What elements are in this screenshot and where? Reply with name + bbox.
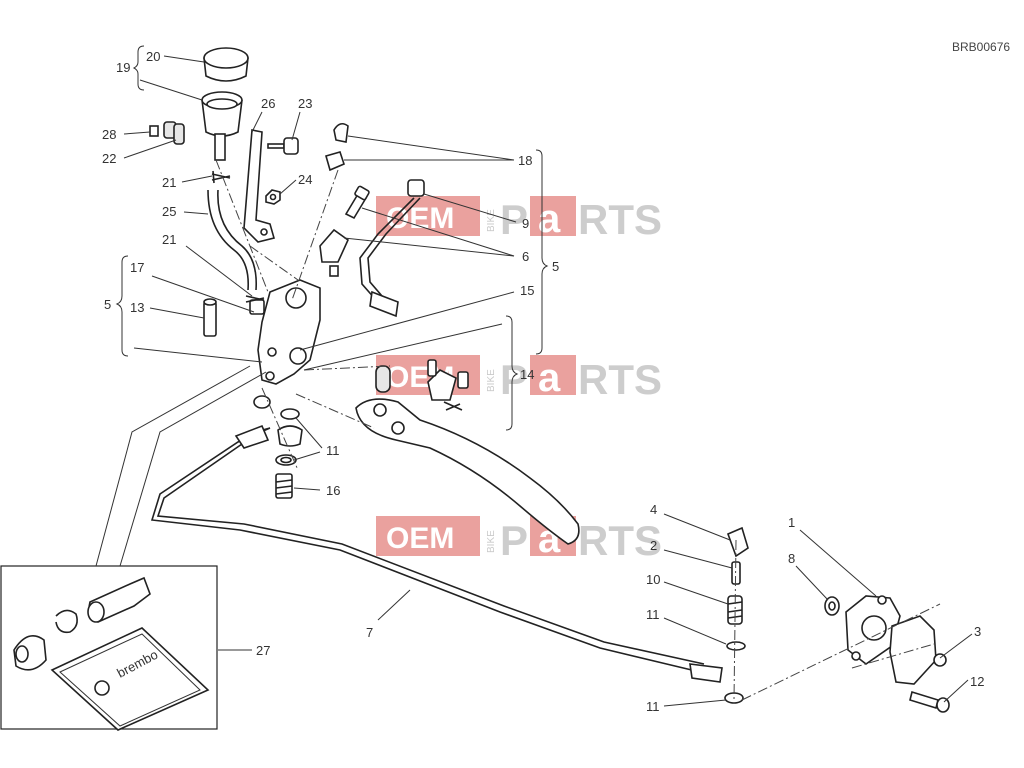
callout-7: 7 bbox=[366, 625, 373, 640]
callout-11-right: 11 bbox=[646, 607, 660, 622]
callout-27: 27 bbox=[256, 643, 270, 658]
bracket-nut-part bbox=[265, 189, 281, 205]
svg-text:BIKE: BIKE bbox=[486, 530, 497, 553]
reservoir-cap-part bbox=[203, 47, 249, 82]
callout-26: 26 bbox=[261, 96, 275, 111]
grommet-part bbox=[149, 121, 185, 145]
bracket-screw-part bbox=[267, 137, 299, 155]
callout-22: 22 bbox=[102, 151, 116, 166]
leader-lines bbox=[95, 55, 973, 707]
callout-20: 20 bbox=[146, 49, 160, 64]
callout-4: 4 bbox=[650, 502, 657, 517]
svg-text:P: P bbox=[500, 196, 528, 243]
callout-12: 12 bbox=[970, 674, 984, 689]
callout-25: 25 bbox=[162, 204, 176, 219]
callout-9: 9 bbox=[522, 216, 529, 231]
callout-16: 16 bbox=[326, 483, 340, 498]
bleed-valve-part bbox=[727, 595, 743, 625]
reservoir-bracket-part bbox=[243, 129, 275, 243]
callout-11-bottom: 11 bbox=[646, 699, 660, 714]
reservoir-hose-part bbox=[207, 189, 258, 291]
callout-21-upper: 21 bbox=[162, 175, 176, 190]
callout-5-left: 5 bbox=[104, 297, 111, 312]
callout-1: 1 bbox=[788, 515, 795, 530]
watermark-middle: OEM BIKE P a RTS bbox=[376, 355, 662, 403]
svg-text:P: P bbox=[500, 517, 528, 564]
svg-text:BIKE: BIKE bbox=[486, 369, 497, 392]
master-cylinder-body-part bbox=[249, 279, 321, 385]
callout-21-lower: 21 bbox=[162, 232, 176, 247]
lever-adjuster-part bbox=[375, 359, 469, 411]
bleed-cap-part bbox=[726, 526, 749, 558]
callout-18: 18 bbox=[518, 153, 532, 168]
callout-3: 3 bbox=[974, 624, 981, 639]
clutch-lever-part bbox=[355, 398, 580, 545]
pushrod-adapter-part bbox=[319, 228, 350, 277]
slave-cylinder-body-part bbox=[845, 595, 901, 665]
svg-text:BIKE: BIKE bbox=[486, 209, 497, 232]
banjo-bolt-part bbox=[275, 473, 293, 499]
brace-14 bbox=[505, 315, 519, 431]
watermark-bottom: OEM BIKE P a RTS bbox=[376, 516, 662, 564]
brace-5-left bbox=[115, 255, 129, 357]
hose-clamp-lower-part bbox=[245, 295, 265, 303]
watermark-top: OEM BIKE P a RTS bbox=[376, 196, 662, 243]
repair-kit-inset: brembo bbox=[0, 565, 218, 731]
callout-19: 19 bbox=[116, 60, 130, 75]
centerlines bbox=[215, 159, 941, 701]
callout-23: 23 bbox=[298, 96, 312, 111]
callout-2: 2 bbox=[650, 538, 657, 553]
hose-clamp-upper-part bbox=[211, 170, 231, 184]
svg-text:a: a bbox=[538, 356, 561, 400]
brace-19 bbox=[132, 45, 145, 91]
svg-text:a: a bbox=[538, 197, 561, 241]
drawing-code: BRB00676 bbox=[952, 40, 1010, 54]
callout-24: 24 bbox=[298, 172, 312, 187]
svg-text:RTS: RTS bbox=[578, 196, 662, 243]
callout-17: 17 bbox=[130, 260, 144, 275]
svg-text:P: P bbox=[500, 356, 528, 403]
callouts: 20 19 26 23 28 22 21 24 25 21 17 5 13 18… bbox=[102, 49, 984, 714]
svg-text:OEM: OEM bbox=[386, 522, 454, 555]
callout-5-right: 5 bbox=[552, 259, 559, 274]
clutch-hose-part bbox=[150, 424, 723, 683]
dust-boot-part bbox=[325, 122, 349, 172]
callout-11-left: 11 bbox=[326, 443, 340, 458]
slave-cylinder-cover-part bbox=[889, 615, 947, 685]
callout-8: 8 bbox=[788, 551, 795, 566]
callout-28: 28 bbox=[102, 127, 116, 142]
callout-13: 13 bbox=[130, 300, 144, 315]
callout-6: 6 bbox=[522, 249, 529, 264]
svg-text:OEM: OEM bbox=[386, 202, 454, 235]
callout-14: 14 bbox=[520, 367, 534, 382]
clutch-switch-part bbox=[359, 179, 425, 318]
switch-screw-part bbox=[344, 185, 370, 220]
banjo-fitting-part bbox=[253, 395, 303, 466]
svg-text:RTS: RTS bbox=[578, 356, 662, 403]
slave-bolt-part bbox=[909, 690, 950, 713]
brace-5-right bbox=[535, 149, 549, 355]
callout-15: 15 bbox=[520, 283, 534, 298]
callout-10: 10 bbox=[646, 572, 660, 587]
reservoir-part bbox=[201, 91, 243, 161]
svg-text:RTS: RTS bbox=[578, 517, 662, 564]
lever-pin-part bbox=[203, 298, 217, 337]
slave-washer-part bbox=[824, 596, 840, 616]
